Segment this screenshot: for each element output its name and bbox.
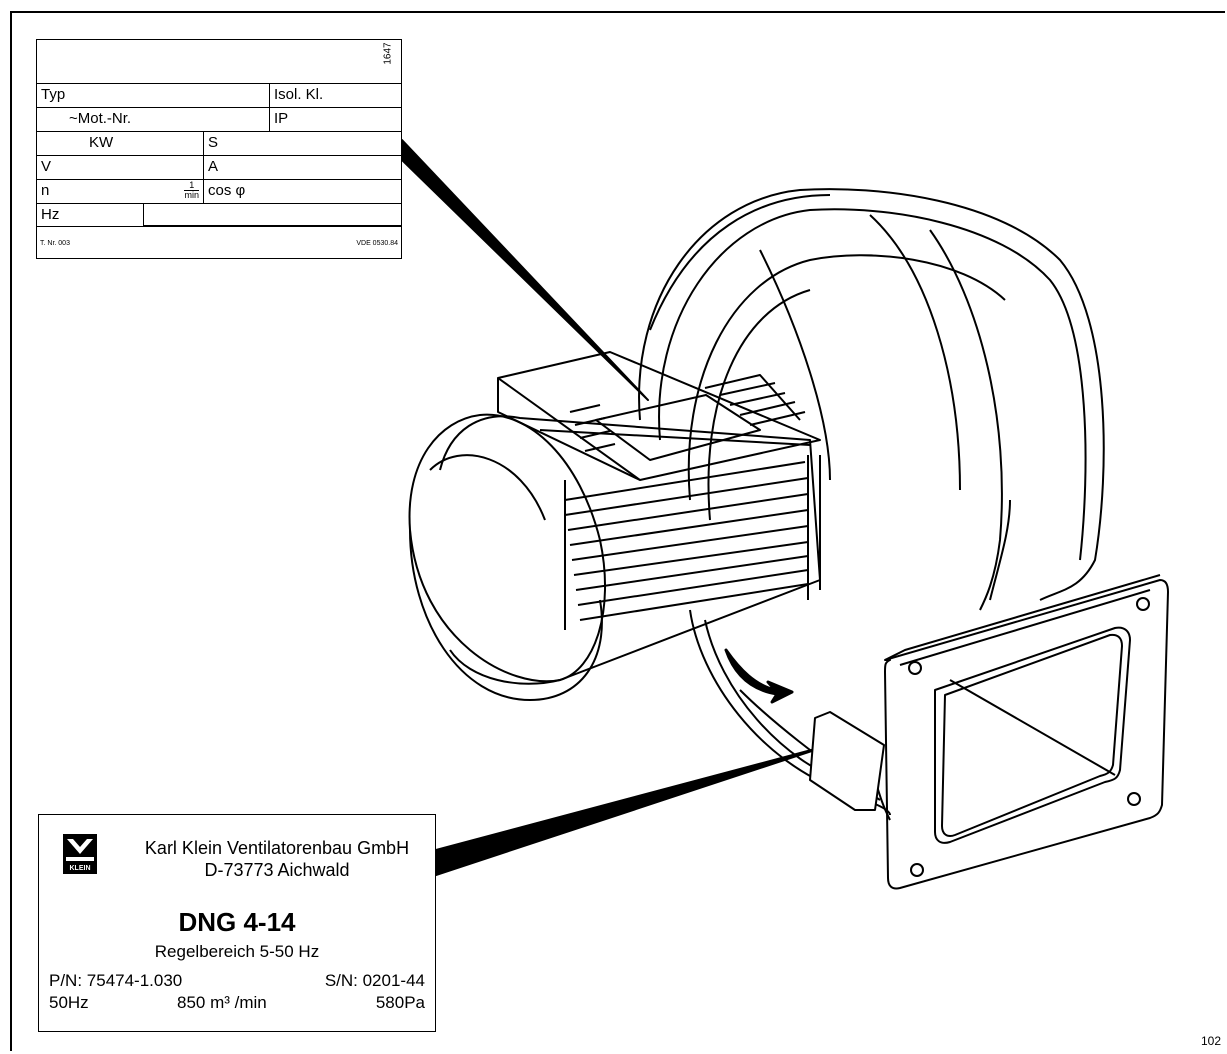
frequency: 50Hz [49,993,89,1012]
pressure: 580Pa [375,993,425,1012]
kw-label: KW [89,134,114,151]
figure-number: 102 [1200,1034,1221,1048]
svg-text:KLEIN: KLEIN [70,865,91,872]
isol-label: Isol. Kl. [269,84,401,107]
hz-value [143,204,401,226]
t-nr: T. Nr. 003 [40,240,70,247]
v-label: V [41,158,52,175]
company-name: Karl Klein Ventilatorenbau GmbH [144,838,410,858]
spec-row-1: P/N: 75474-1.030 S/N: 0201-44 [49,971,425,991]
motor-body [439,351,821,685]
rating-plate: 1647 Typ Isol. Kl. ~Mot.-Nr. IP KW S V A… [36,39,402,259]
rating-plate-pointer [401,139,649,401]
housing-label-plate [809,711,885,811]
hz-label: Hz [41,206,60,223]
typ-label: Typ [41,86,66,103]
volute-housing [638,188,1105,821]
serial-number: S/N: 0201-44 [324,971,425,990]
part-number: P/N: 75474-1.030 [49,971,183,990]
figure-frame [10,11,1225,1051]
control-range: Regelbereich 5-50 Hz [154,942,320,961]
company-block: Karl Klein Ventilatorenbau GmbH D-73773 … [117,837,437,881]
spec-row-2: 50Hz 850 m³ /min 580Pa [49,993,425,1013]
outlet-flange [884,574,1169,890]
cos-phi-label: cos φ [203,180,401,203]
fan-cover [408,413,607,701]
klein-logo: KLEIN [63,834,97,874]
label-pointer [435,744,831,876]
rotation-arrow [724,648,794,704]
plate-code: 1647 [382,42,394,65]
ip-label: IP [269,108,401,131]
product-label: KLEIN Karl Klein Ventilatorenbau GmbH D-… [38,814,436,1032]
company-address: D-73773 Aichwald [204,860,350,880]
vde: VDE 0530.84 [356,240,398,247]
s-label: S [203,132,401,155]
model-name: DNG 4-14 [178,907,296,937]
mot-nr-label: ~Mot.-Nr. [69,110,132,127]
a-label: A [203,156,401,179]
flow-rate: 850 m³ /min [177,993,267,1012]
